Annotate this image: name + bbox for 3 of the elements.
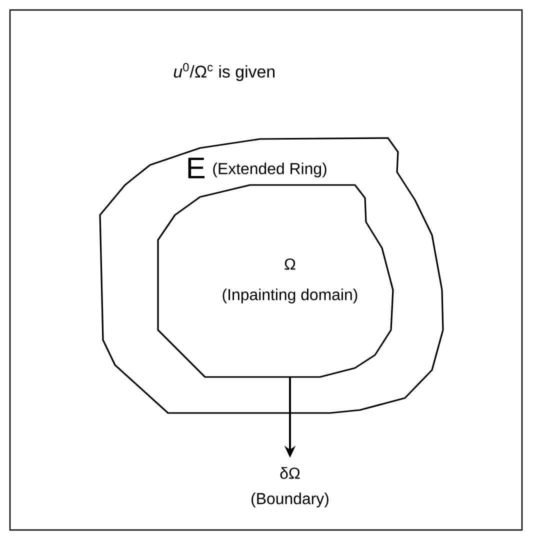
formula-label: u$^{0}$/Ω$^{c}$ is given <box>174 62 274 82</box>
boundary-label: δΩ (Boundary) <box>252 467 328 508</box>
domain-region: Ω (Inpainting domain) <box>157 184 394 378</box>
